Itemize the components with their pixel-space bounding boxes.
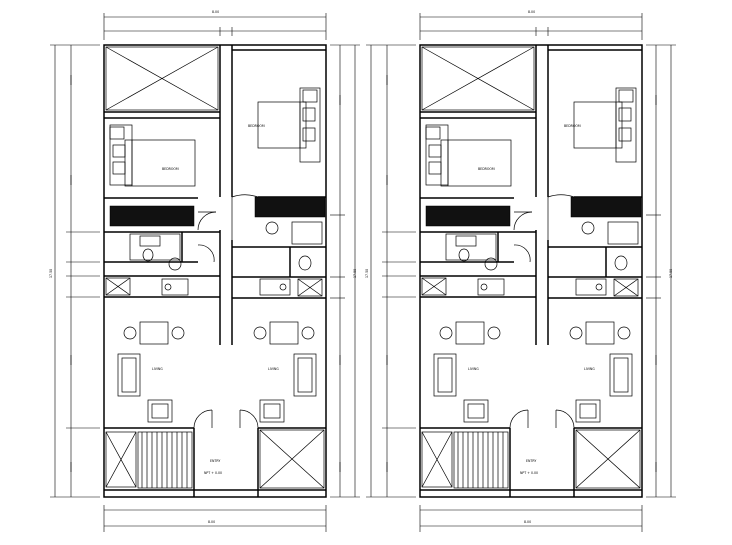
top-dimension: 8.00 <box>419 10 643 40</box>
bottom-dimension: 8.00 <box>419 505 643 532</box>
label-living-right: LIVING <box>268 367 279 371</box>
void-top-left <box>421 46 535 111</box>
left-dimension: 17.50 <box>49 44 100 498</box>
label-bedroom-right: BEDROOM <box>564 124 581 128</box>
floor-plan-2: 8.00 8.00 17.50 <box>365 10 676 532</box>
void-bottom-right <box>259 429 325 489</box>
bed-right <box>573 87 637 163</box>
label-living-right: LIVING <box>584 367 595 371</box>
label-bedroom-left: BEDROOM <box>478 167 495 171</box>
right-dimension: 17.50 <box>646 44 676 498</box>
right-dimension-label: 17.50 <box>669 269 673 278</box>
living-furniture <box>117 353 317 423</box>
left-dimension-label: 17.50 <box>49 269 53 278</box>
dining-left <box>123 321 185 345</box>
dining-right <box>253 321 315 345</box>
bathroom-left <box>445 233 505 296</box>
shafts <box>421 277 639 488</box>
label-bedroom-right: BEDROOM <box>248 124 265 128</box>
closets <box>425 196 642 227</box>
bed-left <box>109 124 196 187</box>
bottom-dimension-label: 8.00 <box>208 520 215 524</box>
label-entry: ENTRY <box>210 459 220 463</box>
top-dimension: 8.00 <box>103 10 327 40</box>
top-dimension-label: 8.00 <box>212 10 219 14</box>
shafts <box>105 277 323 488</box>
label-level: NPT + 0.00 <box>520 471 538 475</box>
bed-left <box>425 124 512 187</box>
label-living-left: LIVING <box>468 367 479 371</box>
label-entry: ENTRY <box>526 459 536 463</box>
label-bedroom-left: BEDROOM <box>162 167 179 171</box>
doors <box>193 194 259 429</box>
bottom-dimension-label: 8.00 <box>524 520 531 524</box>
void-bottom-right <box>575 429 641 489</box>
void-top-left <box>105 46 219 111</box>
left-dimension-label: 17.50 <box>365 269 369 278</box>
walls <box>419 44 643 498</box>
stair <box>453 431 509 489</box>
top-dimension-label: 8.00 <box>528 10 535 14</box>
bed-right <box>257 87 321 163</box>
dimension-ticks <box>70 75 341 472</box>
floor-plan-1: 8.00 8.00 17.50 <box>49 10 360 532</box>
label-living-left: LIVING <box>152 367 163 371</box>
label-level: NPT + 0.00 <box>204 471 222 475</box>
left-dimension: 17.50 <box>365 44 416 498</box>
bathroom-right <box>575 221 639 296</box>
stair <box>137 431 193 489</box>
dining-right <box>569 321 631 345</box>
right-dimension: 17.50 <box>330 44 360 498</box>
bottom-dimension: 8.00 <box>103 505 327 532</box>
dimension-ticks <box>386 75 657 472</box>
walls <box>103 44 327 498</box>
right-dimension-label: 17.50 <box>353 269 357 278</box>
closets <box>109 196 326 227</box>
bathroom-right <box>259 221 323 296</box>
doors <box>509 194 575 429</box>
bathroom-left <box>129 233 189 296</box>
dining-left <box>439 321 501 345</box>
living-furniture <box>433 353 633 423</box>
